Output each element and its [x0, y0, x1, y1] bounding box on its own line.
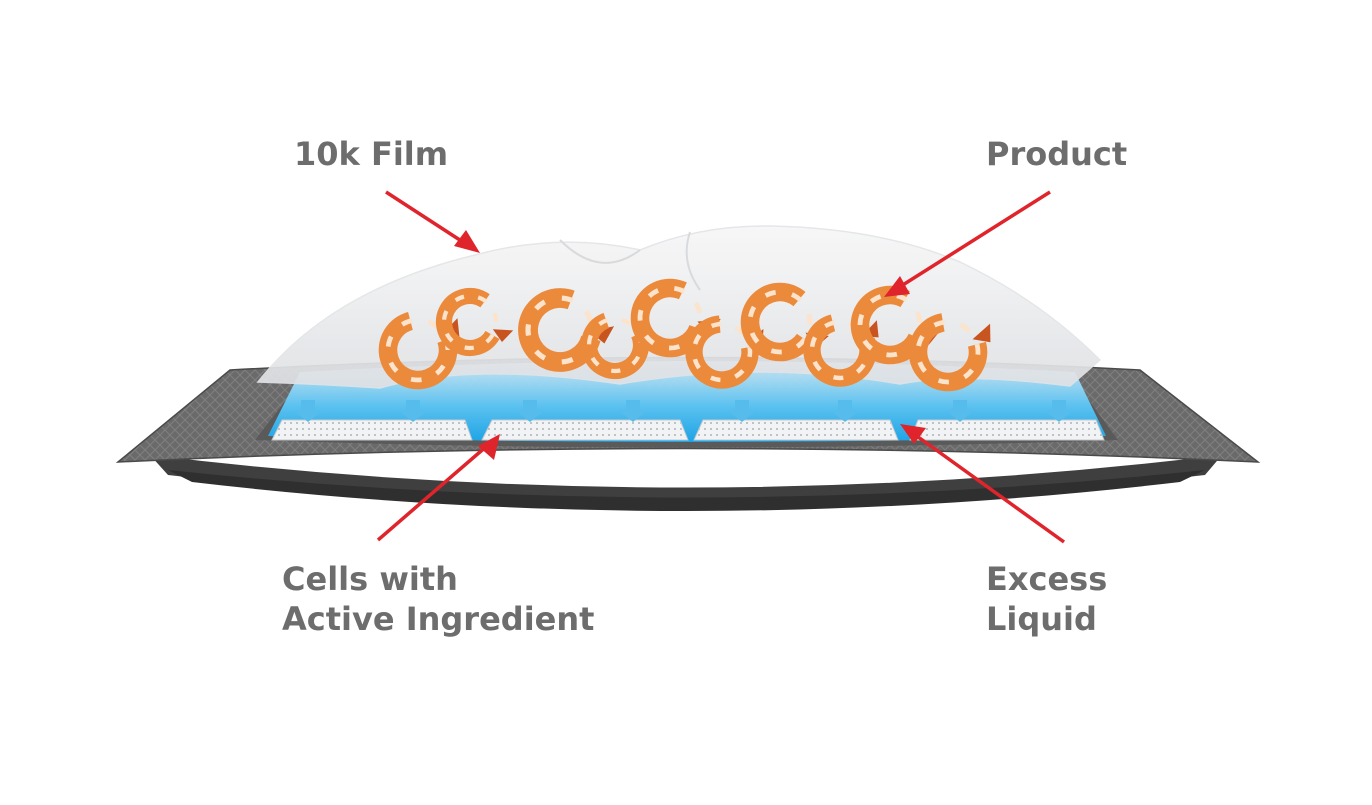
red-arrow-icon	[900, 424, 1066, 544]
red-arrow-icon	[385, 190, 480, 253]
cell	[271, 419, 473, 441]
shrimp	[908, 312, 991, 392]
label-liquid-line2: Liquid	[986, 600, 1097, 638]
down-arrow-icon	[515, 400, 545, 422]
tray-underside	[168, 470, 1205, 511]
flow-arrows	[293, 400, 1074, 422]
down-arrow-icon	[1044, 400, 1074, 422]
label-cells: Cells with Active Ingredient	[282, 559, 594, 639]
label-film: 10k Film	[294, 135, 449, 173]
red-arrow-icon	[376, 434, 500, 542]
label-cells-line2: Active Ingredient	[282, 600, 595, 638]
cell	[693, 419, 899, 441]
cell	[481, 419, 689, 441]
down-arrow-icon	[293, 400, 323, 422]
absorbent-cells	[271, 419, 1105, 441]
cell	[909, 419, 1105, 441]
down-arrow-icon	[945, 400, 975, 422]
down-arrow-icon	[398, 400, 428, 422]
label-product: Product	[986, 135, 1128, 173]
pointer-arrows	[376, 190, 1066, 544]
red-arrow-icon	[884, 190, 1051, 297]
label-liquid-line1: Excess	[986, 560, 1108, 598]
down-arrow-icon	[618, 400, 648, 422]
film-fold	[685, 231, 701, 291]
film-fold	[559, 239, 641, 264]
label-cells-line1: Cells with	[282, 560, 458, 598]
down-arrow-icon	[830, 400, 860, 422]
down-arrow-icon	[727, 400, 757, 422]
label-excess-liquid: Excess Liquid	[986, 559, 1107, 639]
